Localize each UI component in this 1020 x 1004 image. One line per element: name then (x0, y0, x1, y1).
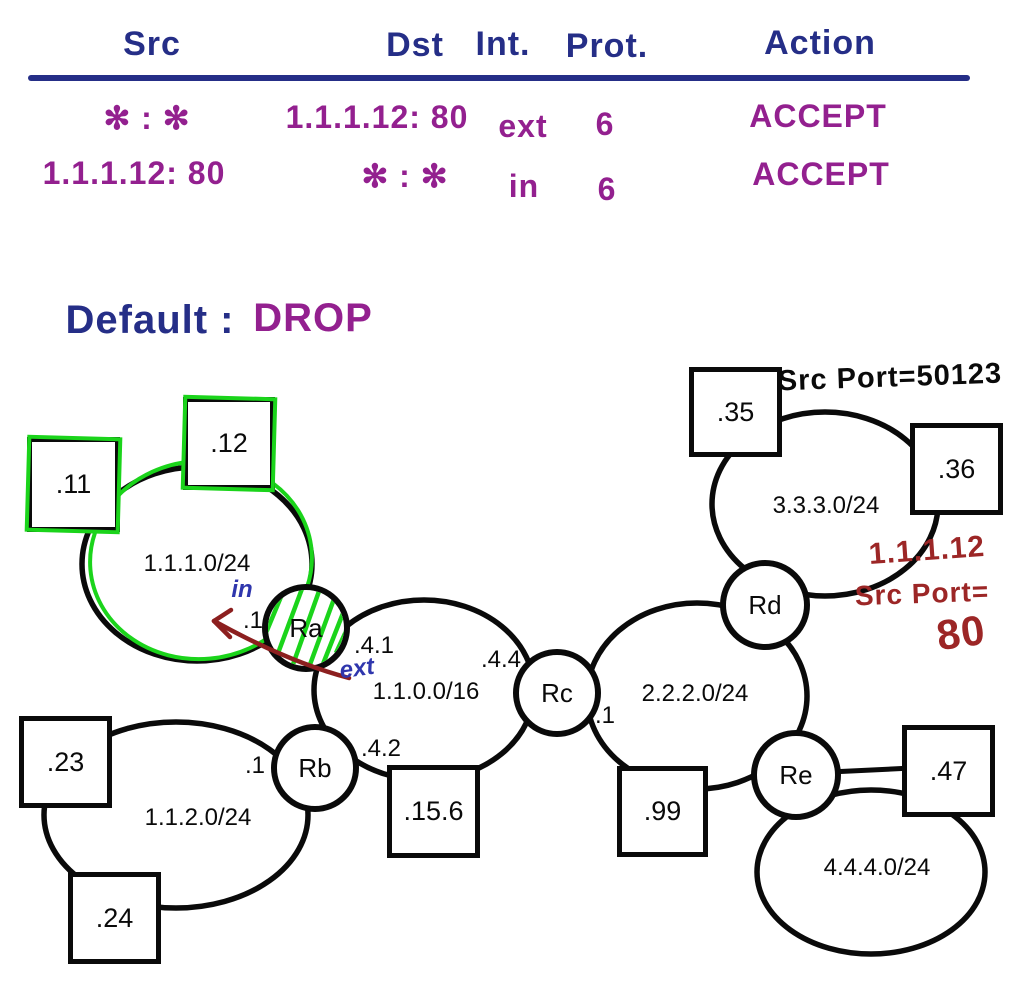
network-label-2-2-2-0: 2.2.2.0/24 (641, 680, 749, 707)
interface-label-rb-wan: .4.2 (360, 735, 402, 762)
rule1-src: ✻ : ✻ (103, 100, 191, 136)
rule1-dst: 1.1.1.12: 80 (285, 99, 469, 135)
host-12: .12 (183, 397, 275, 490)
column-header-int: Int. (475, 25, 531, 63)
host-47: .47 (902, 725, 995, 817)
router-circle-rd (720, 560, 810, 650)
link-re-h47 (829, 765, 913, 775)
host-11-label: .11 (55, 469, 92, 499)
network-label-3-3-3-0: 3.3.3.0/24 (772, 492, 880, 519)
interface-direction-ext: ext (337, 652, 376, 685)
router-label-rd: Rd (748, 590, 782, 620)
host-11: .11 (27, 437, 120, 532)
column-header-dst: Dst (386, 26, 444, 64)
host-36: .36 (910, 423, 1003, 515)
column-header-action: Action (764, 24, 876, 62)
network-label-1-1-0-0: 1.1.0.0/16 (372, 678, 480, 705)
annotation-nat-port-label: Src Port= (854, 575, 990, 612)
rule1-action: ACCEPT (749, 98, 887, 134)
host-99: .99 (617, 766, 708, 857)
rule2-int: in (508, 168, 540, 204)
network-label-4-4-4-0: 4.4.4.0/24 (823, 854, 931, 881)
table-header-divider (28, 75, 970, 81)
rule1-int: ext (498, 108, 548, 144)
network-cloud-4-4-4-0 (754, 787, 988, 957)
host-47-label: .47 (929, 755, 968, 786)
host-23-label: .23 (46, 746, 85, 777)
router-circle-rc (513, 649, 601, 737)
interface-label-rc-left: .4.4 (480, 646, 522, 673)
rule2-action: ACCEPT (752, 156, 890, 192)
host-99-label: .99 (643, 796, 682, 826)
host-23: .23 (19, 716, 112, 808)
rule2-prot: 6 (597, 171, 617, 207)
interface-label-rc-right: .1 (594, 702, 616, 729)
host-35-label: .35 (716, 396, 755, 427)
router-label-rc: Rc (541, 678, 573, 708)
router-circle-re (751, 730, 841, 820)
interface-direction-in: in (231, 576, 253, 603)
default-policy-label: Default : (65, 298, 235, 342)
network-label-1-1-2-0: 1.1.2.0/24 (144, 804, 252, 831)
router-label-re: Re (779, 760, 813, 790)
host-36-label: .36 (937, 453, 976, 484)
rule2-src: 1.1.1.12: 80 (42, 155, 226, 191)
rule2-dst: ✻ : ✻ (361, 158, 449, 194)
interface-label-ra-wan: .4.1 (353, 632, 395, 659)
rule1-prot: 6 (595, 106, 615, 142)
column-header-prot: Prot. (565, 27, 649, 65)
interface-label-ra-lan: .1 (242, 607, 264, 634)
host-12-label: .12 (210, 428, 248, 458)
host-15-6: .15.6 (387, 765, 480, 858)
host-24: .24 (68, 872, 161, 964)
host-15-6-label: .15.6 (403, 796, 464, 826)
column-header-src: Src (123, 25, 181, 63)
network-label-1-1-1-0: 1.1.1.0/24 (143, 550, 251, 577)
host-35: .35 (689, 367, 782, 457)
annotation-nat-port-value: 80 (933, 605, 989, 660)
router-label-ra: Ra (289, 613, 323, 643)
router-circle-rb (271, 724, 359, 812)
router-label-rb: Rb (298, 753, 332, 783)
host-24-label: .24 (95, 902, 134, 933)
default-policy-action: DROP (253, 296, 373, 340)
red-traffic-arrow (211, 607, 352, 681)
interface-label-rb-lan: .1 (244, 752, 266, 779)
